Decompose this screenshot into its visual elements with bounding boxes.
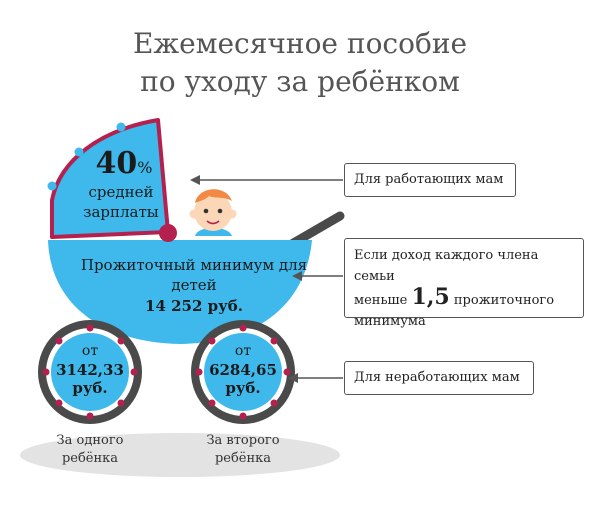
baby-illustration	[189, 189, 237, 236]
income-line-1: Если доход каждого члена семьи	[354, 248, 539, 284]
stroller-canopy	[50, 118, 170, 239]
wheel-2-caption: За второго ребёнка	[206, 433, 280, 466]
callout-working-mothers: Для работающих мам	[344, 163, 516, 197]
basket-amount: 14 252 руб.	[145, 297, 243, 315]
page-title-line-2: по уходу за ребёнком	[140, 65, 460, 98]
callout-arrows	[190, 175, 343, 383]
income-multiplier: 1,5	[411, 284, 450, 310]
canopy-caption: средней зарплаты	[83, 183, 159, 221]
callout-nonworking-mothers: Для неработающих мам	[344, 361, 534, 395]
wheel-second-child	[191, 320, 295, 424]
basket-caption: Прожиточный минимум для детей	[80, 256, 308, 294]
stroller-basket	[48, 240, 312, 344]
income-line-3: минимума	[354, 314, 426, 329]
callout-income-condition: Если доход каждого члена семьи меньше 1,…	[344, 238, 584, 329]
page-title-line-1: Ежемесячное пособие	[132, 27, 468, 60]
wheel-1-caption: За одного ребёнка	[56, 433, 124, 466]
wheel-1-from: от	[81, 343, 99, 359]
income-line-2: меньше 1,5 прожиточного	[354, 284, 555, 310]
wheel-2-from: от	[234, 343, 252, 359]
wheel-first-child	[38, 320, 142, 424]
wheel-2-amount: 6284,65 руб.	[209, 361, 277, 397]
canopy-percent: 40%	[95, 146, 153, 181]
wheel-1-amount: 3142,33 руб.	[56, 361, 124, 397]
ground-shadow	[20, 433, 340, 477]
canopy-hinge	[159, 224, 177, 242]
